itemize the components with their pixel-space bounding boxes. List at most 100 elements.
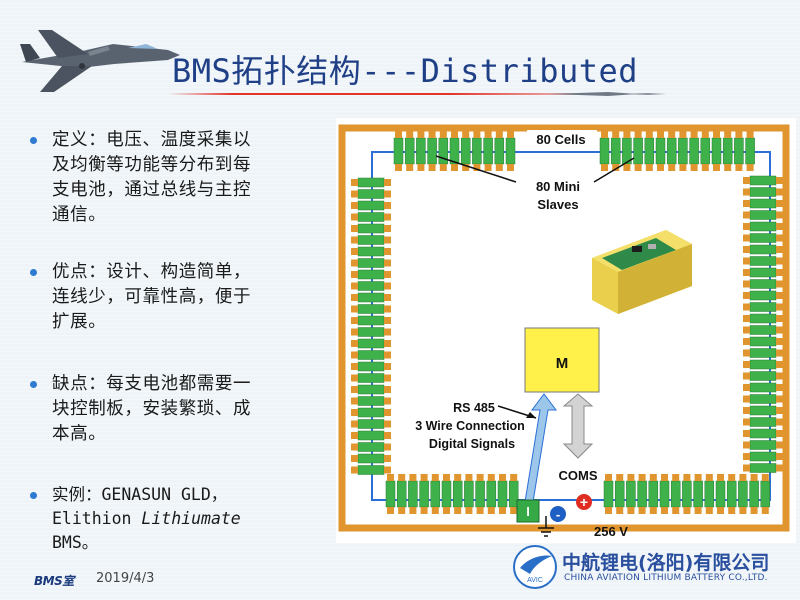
- rs485-label: RS 485: [453, 401, 495, 415]
- title-underline: [168, 92, 666, 96]
- bullet-line: Elithion: [52, 509, 142, 528]
- battery-cell: [749, 221, 777, 232]
- cell-tab: [634, 164, 642, 171]
- cell-tab: [384, 179, 391, 186]
- cell-tab: [605, 474, 612, 481]
- cell-tab: [473, 131, 481, 138]
- battery-cell: [749, 348, 777, 358]
- cell-tab: [612, 131, 620, 138]
- cell-tab: [398, 507, 406, 514]
- battery-cell: [749, 187, 777, 197]
- cell-tab: [690, 131, 698, 138]
- cell-tab: [439, 164, 447, 171]
- cell-tab: [649, 474, 657, 481]
- cell-tab: [601, 164, 608, 171]
- battery-cell: [357, 419, 385, 429]
- battery-cell: [404, 137, 415, 165]
- battery-cell: [749, 405, 777, 416]
- cell-tab: [776, 338, 783, 345]
- cell-tab: [743, 177, 750, 184]
- product-name: Lithiumate: [141, 509, 241, 528]
- switch-label: I: [526, 504, 530, 519]
- slaves-label-line1: 80 Mini: [536, 179, 580, 194]
- cell-tab: [351, 190, 358, 198]
- battery-cell: [486, 480, 497, 508]
- cell-tab: [473, 164, 481, 171]
- cell-tab: [776, 280, 783, 288]
- voltage-label: 256 V: [594, 524, 628, 539]
- battery-cell: [464, 480, 474, 508]
- avic-badge-text: AVIC: [527, 577, 543, 584]
- cell-tab: [776, 395, 783, 403]
- cell-tab: [351, 455, 358, 462]
- battery-cell: [644, 137, 655, 165]
- battery-cell: [472, 137, 482, 165]
- cell-tab: [743, 361, 750, 368]
- cell-tab: [776, 315, 783, 322]
- bullet-line: 定义：电压、温度采集以: [52, 130, 252, 150]
- coms-arrow: [562, 393, 594, 459]
- bullet-line: 缺点：每支电池都需要一: [52, 374, 252, 394]
- cell-tab: [351, 432, 358, 439]
- cell-tab: [690, 164, 698, 171]
- bullet-line: 实例：GENASUN GLD，: [52, 485, 228, 504]
- battery-cell: [722, 137, 733, 165]
- battery-cell: [396, 480, 407, 508]
- bullet-dot: [30, 492, 37, 499]
- cell-tab: [351, 248, 358, 255]
- battery-cell: [603, 480, 614, 508]
- company-name-en: CHINA AVIATION LITHIUM BATTERY CO.,LTD.: [564, 573, 768, 583]
- cell-tab: [431, 474, 439, 481]
- cell-tab: [657, 164, 664, 171]
- rs485-signal-label: Digital Signals: [429, 437, 515, 451]
- cell-tab: [776, 234, 783, 242]
- cell-tab: [761, 507, 769, 514]
- cell-tab: [417, 164, 425, 171]
- battery-cell: [749, 371, 777, 381]
- battery-cell: [408, 480, 418, 508]
- battery-cell: [427, 137, 437, 165]
- cell-tab: [776, 384, 783, 391]
- cell-tab: [409, 507, 417, 514]
- battery-cell: [693, 480, 703, 508]
- cell-tab: [743, 326, 750, 334]
- cell-tab: [384, 213, 391, 221]
- cell-tab: [601, 131, 608, 138]
- cell-tab: [495, 131, 503, 138]
- cell-tab: [743, 246, 750, 253]
- cell-tab: [395, 131, 402, 138]
- cell-tab: [612, 164, 620, 171]
- cell-tab: [395, 164, 402, 171]
- cell-tab: [750, 474, 758, 481]
- cell-tab: [776, 407, 783, 414]
- battery-cell: [648, 480, 659, 508]
- cell-tab: [616, 507, 624, 514]
- cell-tab: [387, 507, 394, 514]
- cell-tab: [743, 257, 750, 265]
- cell-tab: [451, 131, 458, 138]
- battery-cell: [738, 480, 748, 508]
- cell-tab: [384, 386, 391, 393]
- cell-tab: [439, 131, 447, 138]
- battery-cell: [749, 463, 777, 473]
- cell-tab: [387, 474, 394, 481]
- cell-tab: [420, 474, 428, 481]
- cell-tab: [510, 474, 518, 481]
- battery-cell: [715, 480, 726, 508]
- cell-tab: [384, 466, 391, 474]
- master-controller-box: [524, 327, 600, 393]
- cell-tab: [384, 225, 391, 232]
- cell-tab: [743, 200, 750, 207]
- battery-cell: [734, 137, 744, 165]
- cell-tab: [420, 507, 428, 514]
- cell-tab: [776, 441, 783, 449]
- coms-label: COMS: [559, 468, 598, 483]
- battery-cell: [393, 137, 404, 165]
- bullet-dot: [30, 137, 37, 144]
- battery-cell: [749, 359, 777, 370]
- battery-cell: [655, 137, 666, 165]
- cell-tab: [484, 131, 492, 138]
- cell-tab: [351, 363, 358, 370]
- battery-cell: [449, 137, 460, 165]
- cell-tab: [728, 507, 736, 514]
